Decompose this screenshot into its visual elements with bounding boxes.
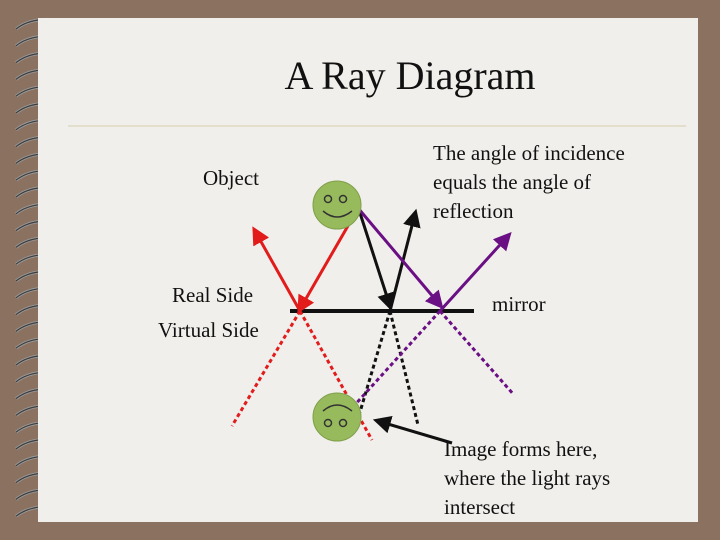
incidence-note: The angle of incidence equals the angle …: [433, 139, 625, 226]
black-extension-left: [358, 310, 392, 413]
paper-page: [38, 18, 698, 522]
purple-incident-ray: [356, 207, 444, 310]
image-note-line: intersect: [444, 495, 516, 519]
incidence-note-line: equals the angle of: [433, 170, 592, 194]
purple-reflected-ray: [438, 231, 512, 313]
purple-extension-left: [350, 309, 442, 410]
mirror-label: mirror: [492, 292, 546, 316]
purple-extension-right: [438, 310, 516, 396]
image-pointer-arrow: [372, 415, 453, 445]
black-extension-right: [388, 310, 420, 426]
black-incident-ray: [358, 212, 395, 312]
image-note-line: where the light rays: [444, 466, 611, 490]
red-extension-right: [298, 310, 374, 441]
inverted-smiley-face-icon: [312, 392, 362, 442]
red-reflected-ray: [252, 226, 302, 312]
red-extension-left: [230, 310, 302, 427]
smiley-face-icon: [312, 180, 362, 230]
slide-title: A Ray Diagram: [284, 53, 536, 98]
image-note-line: Image forms here,: [444, 437, 598, 461]
virtual-side-label: Virtual Side: [158, 318, 259, 342]
incidence-note-line: reflection: [433, 199, 514, 223]
object-label: Object: [203, 166, 259, 190]
image-note: Image forms here, where the light rays i…: [444, 435, 610, 522]
incidence-note-line: The angle of incidence: [433, 141, 625, 165]
real-side-label: Real Side: [172, 283, 254, 307]
